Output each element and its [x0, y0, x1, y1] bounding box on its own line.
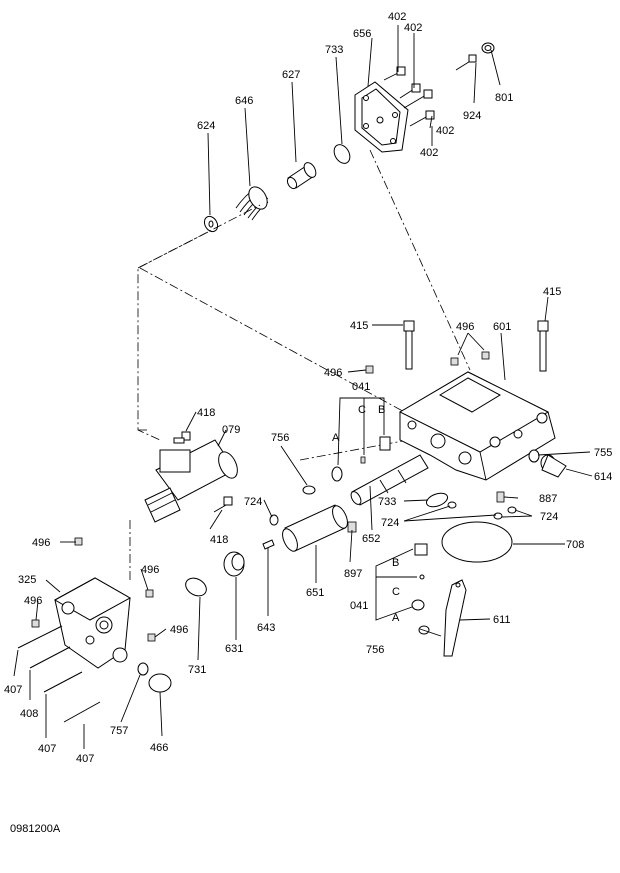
plug-631: [223, 551, 245, 577]
o-ring-757: [137, 662, 149, 676]
label-496: 496: [32, 537, 50, 549]
label-402: 402: [420, 147, 438, 159]
label-407: 407: [38, 743, 56, 755]
o-ring-733-top: [333, 144, 351, 164]
sleeve-651: [282, 504, 348, 552]
label-643: 643: [257, 622, 275, 634]
label-731: 731: [188, 664, 206, 676]
label-756: 756: [271, 432, 289, 444]
o-ring-708: [441, 521, 513, 563]
label-418: 418: [210, 534, 228, 546]
screw-418-lower: [213, 496, 233, 513]
label-A: A: [392, 612, 400, 624]
label-407: 407: [4, 684, 22, 696]
label-756: 756: [366, 644, 384, 656]
plug-466: [148, 673, 172, 693]
label-897: 897: [344, 568, 362, 580]
label-887: 887: [539, 493, 557, 505]
label-496: 496: [24, 595, 42, 607]
screw-924: [455, 54, 477, 71]
label-614: 614: [594, 471, 612, 483]
label-631: 631: [225, 643, 243, 655]
label-757: 757: [110, 725, 128, 737]
parts-041-lower: [411, 543, 430, 635]
label-407: 407: [76, 753, 94, 765]
o-ring-733: [425, 492, 449, 508]
label-627: 627: [282, 69, 300, 81]
label-724: 724: [540, 511, 558, 523]
label-041: 041: [352, 381, 370, 393]
lever-611: [443, 579, 467, 657]
label-733: 733: [378, 496, 396, 508]
o-ring-756-upper: [302, 485, 316, 495]
label-652: 652: [362, 533, 380, 545]
label-708: 708: [566, 539, 584, 551]
parts-041-upper: [331, 436, 391, 482]
label-755: 755: [594, 447, 612, 459]
o-rings-724: [269, 501, 517, 526]
o-ring-755: [528, 449, 540, 463]
label-724: 724: [381, 517, 399, 529]
o-ring-731: [185, 577, 207, 597]
label-B: B: [378, 404, 385, 416]
spring-646: [235, 186, 269, 221]
bolt-415-right: [537, 320, 549, 372]
label-402: 402: [404, 22, 422, 34]
spool-652: [350, 454, 429, 506]
label-415: 415: [543, 286, 561, 298]
label-466: 466: [150, 742, 168, 754]
label-041: 041: [350, 600, 368, 612]
drawing-code: 0981200A: [10, 823, 61, 835]
label-402: 402: [388, 11, 406, 23]
leader-lines: [13, 25, 593, 749]
cap-614: [540, 454, 567, 478]
label-496: 496: [141, 564, 159, 576]
piston-627: [286, 162, 317, 190]
label-415: 415: [350, 320, 368, 332]
bolt-415-left: [403, 320, 415, 370]
plugs-496-top: [365, 351, 490, 374]
label-601: 601: [493, 321, 511, 333]
label-496: 496: [324, 367, 342, 379]
label-325: 325: [18, 574, 36, 586]
bolts-407-408: [17, 625, 101, 723]
label-733: 733: [325, 44, 343, 56]
label-A: A: [332, 432, 340, 444]
label-402: 402: [436, 125, 454, 137]
label-C: C: [392, 586, 400, 598]
plug-801: [481, 42, 495, 54]
label-656: 656: [353, 28, 371, 40]
pin-643: [262, 539, 275, 550]
label-611: 611: [493, 614, 511, 626]
label-496: 496: [456, 321, 474, 333]
label-646: 646: [235, 95, 253, 107]
valve-block-325: [31, 537, 156, 669]
label-496: 496: [170, 624, 188, 636]
plug-887: [496, 491, 505, 503]
valve-body-601: [398, 371, 556, 481]
label-408: 408: [20, 708, 38, 720]
assembly-lines: [129, 149, 471, 580]
label-651: 651: [306, 587, 324, 599]
callout-labels: 402 402 656 733 627 646 624 801 924 402 …: [4, 11, 612, 835]
screw-418-upper: [173, 431, 191, 444]
washer-624: [203, 215, 219, 233]
label-079: 079: [222, 424, 240, 436]
label-801: 801: [495, 92, 513, 104]
cover-plate-656: [354, 81, 409, 153]
label-C: C: [358, 404, 366, 416]
label-418: 418: [197, 407, 215, 419]
bolts-402: [383, 66, 435, 127]
label-724: 724: [244, 496, 262, 508]
label-624: 624: [197, 120, 215, 132]
solenoid-079: [144, 439, 238, 523]
label-B: B: [392, 557, 399, 569]
label-924: 924: [463, 110, 481, 122]
